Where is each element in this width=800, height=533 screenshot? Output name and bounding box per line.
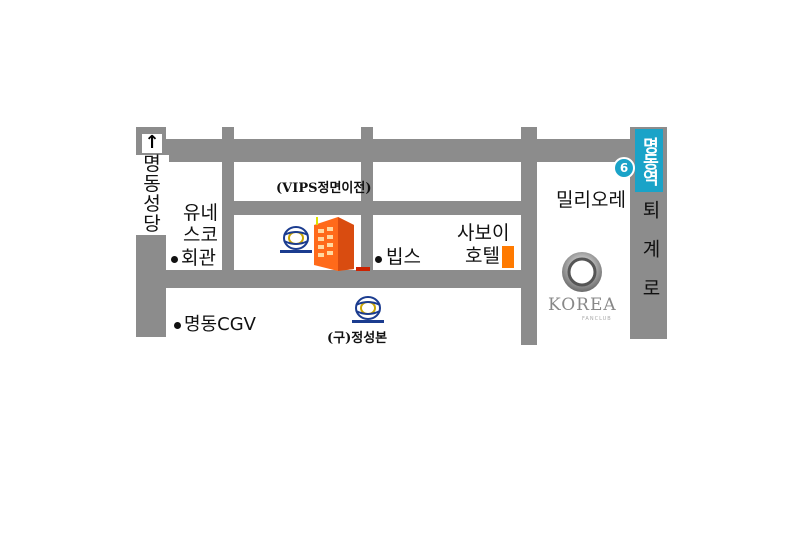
vips-relocation-label: (VIPS정면이전) (276, 181, 372, 196)
korea-logo-icon (562, 252, 602, 292)
migliore-label: 밀리오레 (556, 189, 626, 211)
unesco-line2: 스코 (183, 224, 218, 246)
inner-vertical-road-2 (361, 127, 373, 274)
korea-logo-text: KOREA (548, 295, 617, 315)
cgv-label: 명동CGV (184, 314, 256, 335)
station-name: 명동역 (638, 136, 659, 185)
unesco-line3: 회관 (181, 247, 216, 269)
savoy-line2: 호텔 (465, 245, 500, 267)
lower-road (136, 270, 537, 288)
entrance-marker (356, 267, 370, 271)
up-arrow-icon: ↑ (142, 132, 162, 153)
cathedral-name: 명동성당 (135, 154, 169, 235)
unesco-dot-icon (171, 256, 178, 263)
vips-label: 빕스 (386, 246, 421, 268)
korea-logo-subtext: FANCLUB (582, 316, 612, 322)
line-6-icon: 6 (613, 157, 635, 179)
jungsungbon-emblem-icon (280, 226, 312, 253)
old-main-label: (구)정성본 (327, 331, 388, 346)
restaurant-building-icon[interactable] (310, 213, 360, 271)
vips-dot-icon (375, 256, 382, 263)
jungsungbon-old-emblem-icon (352, 296, 384, 323)
savoy-line1: 사보이 (457, 222, 510, 244)
myeongdong-station[interactable]: 명동역 (635, 129, 663, 192)
middle-road (222, 201, 521, 215)
toegye-road-label: 퇴계로 (638, 200, 661, 317)
cathedral-label: ↑ (139, 132, 165, 153)
right-vertical-road (521, 127, 537, 345)
inner-vertical-road-1 (222, 127, 234, 274)
cgv-dot-icon (174, 322, 181, 329)
unesco-line1: 유네 (183, 202, 218, 224)
top-road (136, 139, 667, 162)
savoy-marker-icon (502, 246, 514, 268)
